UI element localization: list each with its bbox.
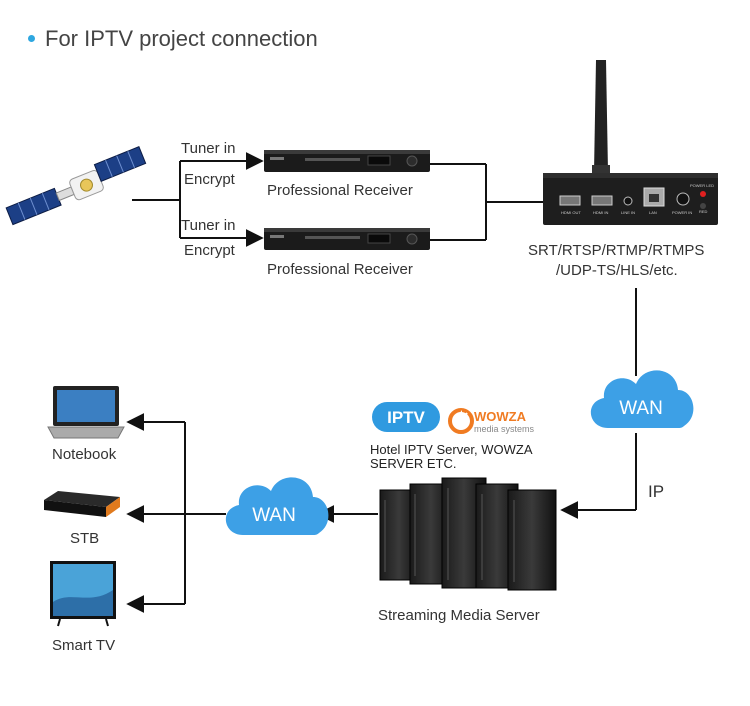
encoder-port-label: POWER IN xyxy=(672,210,692,215)
server-desc-line-1: Hotel IPTV Server, WOWZA xyxy=(370,442,533,457)
page-title-text: For IPTV project connection xyxy=(45,26,318,51)
wan-devices-lines xyxy=(126,413,226,613)
wowza-sub-text: media systems xyxy=(474,424,535,434)
receiver-1-icon xyxy=(264,150,430,172)
page-title: For IPTV project connection xyxy=(28,26,318,52)
ip-label: IP xyxy=(648,482,664,501)
wan-server-line xyxy=(560,433,637,519)
server-desc-line-2: SERVER ETC. xyxy=(370,456,457,471)
notebook-icon xyxy=(47,386,125,439)
iptv-logo-icon: IPTV xyxy=(372,402,440,432)
encoder-led-label: POWER LED xyxy=(690,183,714,188)
stb-icon xyxy=(44,491,120,517)
encoder-port-label: HDMI OUT xyxy=(561,210,581,215)
receiver-label-2: Professional Receiver xyxy=(267,261,413,278)
smart-tv-icon xyxy=(50,561,116,627)
encrypt-label-1: Encrypt xyxy=(184,171,235,188)
iptv-logo-text: IPTV xyxy=(387,408,425,427)
encoder-led-sub-label: RED xyxy=(699,209,708,214)
receiver-encoder-lines xyxy=(430,163,545,241)
cloud-wan-label: WAN xyxy=(252,505,296,526)
cloud-wan-label: WAN xyxy=(619,398,663,419)
receiver-2-icon xyxy=(264,228,430,250)
encoder-port-label: HDMI IN xyxy=(593,210,608,215)
device-label-stb: STB xyxy=(70,530,100,547)
cloud-icon: WAN xyxy=(225,477,329,535)
cloud-icon: WAN xyxy=(590,370,694,428)
server-label: Streaming Media Server xyxy=(378,607,540,624)
bullet-dot-icon xyxy=(28,34,35,42)
device-label-smart-tv: Smart TV xyxy=(52,637,116,654)
server-rack-icon xyxy=(379,477,557,591)
wowza-logo-icon: WOWZA media systems xyxy=(448,408,535,434)
encrypt-label-2: Encrypt xyxy=(184,242,235,259)
satellite-icon xyxy=(5,146,147,226)
protocols-line-1: SRT/RTSP/RTMP/RTMPS xyxy=(528,242,705,259)
receiver-label-1: Professional Receiver xyxy=(267,182,413,199)
encoder-port-label: LAN xyxy=(649,210,657,215)
encoder-device-icon xyxy=(543,60,718,225)
protocols-line-2: /UDP-TS/HLS/etc. xyxy=(556,262,678,279)
tuner-label-2: Tuner in xyxy=(181,217,236,234)
satellite-feed-lines xyxy=(132,152,264,247)
tuner-label-1: Tuner in xyxy=(181,140,236,157)
device-label-notebook: Notebook xyxy=(52,446,117,463)
wowza-logo-text: WOWZA xyxy=(474,409,527,424)
encoder-port-label: LINE IN xyxy=(621,210,635,215)
